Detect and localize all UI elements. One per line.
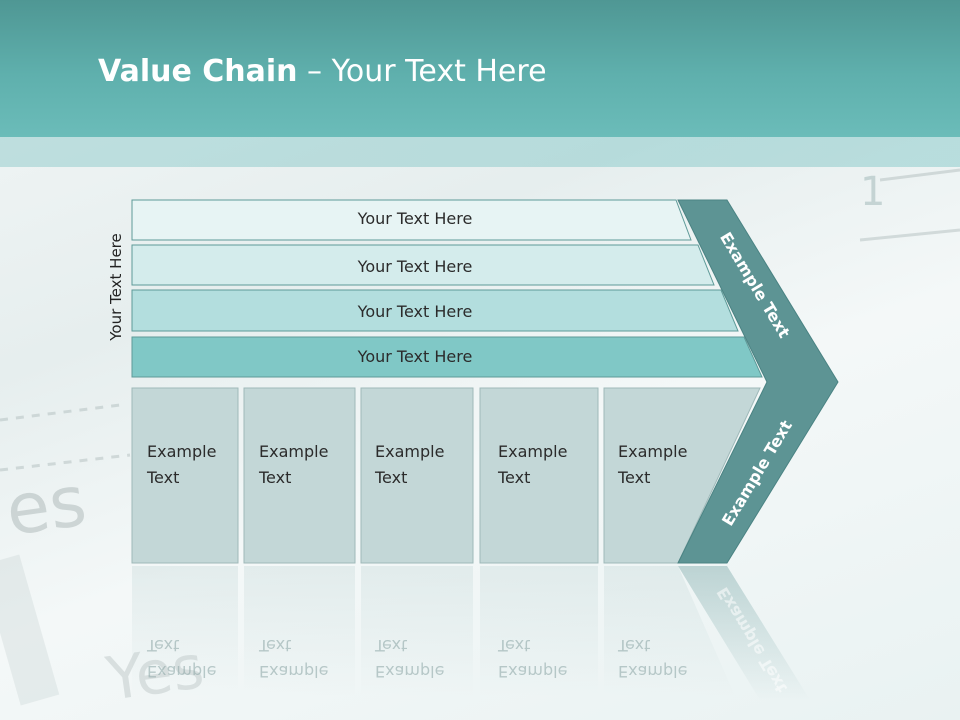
svg-text:1: 1 <box>860 169 885 215</box>
column-label-4-line1: Example <box>498 442 568 461</box>
row-label-1: Your Text Here <box>357 209 473 228</box>
column-box-3 <box>360 387 474 564</box>
column-box-4 <box>479 387 599 564</box>
reflection-label-5-line1: Example <box>618 662 688 681</box>
column-label-3-line2: Text <box>375 468 408 487</box>
column-label-2-line2: Text <box>259 468 292 487</box>
header-band <box>0 137 960 167</box>
reflection-label-1-line1: Example <box>147 662 217 681</box>
title-bold: Value Chain <box>98 54 298 89</box>
column-label-3-line1: Example <box>375 442 445 461</box>
reflection-label-2: Example Text <box>259 632 359 684</box>
reflection-label-3: Example Text <box>375 632 475 684</box>
row-label-3: Your Text Here <box>357 302 473 321</box>
reflection-label-2-line1: Example <box>259 662 329 681</box>
column-label-5-line2: Text <box>618 468 651 487</box>
column-label-4-line2: Text <box>498 468 531 487</box>
reflection-chevron <box>678 566 810 700</box>
column-label-5-line1: Example <box>618 442 688 461</box>
header-bar <box>0 0 960 137</box>
column-label-1-line2: Text <box>147 468 180 487</box>
reflection-label-1-line2: Text <box>147 636 180 655</box>
reflection-label-1: Example Text <box>147 632 247 684</box>
reflection-column-3 <box>361 566 473 696</box>
reflection-label-5: Example Text <box>618 632 718 684</box>
reflection-label-3-line1: Example <box>375 662 445 681</box>
row-label-4: Your Text Here <box>357 347 473 366</box>
reflection-column-2 <box>244 566 355 696</box>
column-box-2 <box>243 387 356 564</box>
row-bar-3 <box>131 289 739 332</box>
reflection-label-4: Example Text <box>498 632 598 684</box>
row-label-2: Your Text Here <box>357 257 473 276</box>
column-label-2-line1: Example <box>259 442 329 461</box>
column-box-1 <box>131 387 239 564</box>
reflection-label-4-line2: Text <box>498 636 531 655</box>
reflection-label-3-line2: Text <box>375 636 408 655</box>
reflection-column-4 <box>480 566 598 696</box>
reflection-column-5 <box>604 566 735 696</box>
reflection-label-5-line2: Text <box>618 636 651 655</box>
title-rest: – Your Text Here <box>297 54 547 89</box>
row-bar-4 <box>131 336 763 378</box>
reflection-column-1 <box>132 566 238 696</box>
svg-text:es: es <box>1 460 91 552</box>
slide-title: Value Chain – Your Text Here <box>98 54 547 89</box>
chevron-arrow <box>677 199 839 564</box>
column-label-1-line1: Example <box>147 442 217 461</box>
reflection-label-4-line1: Example <box>498 662 568 681</box>
row-bar-2 <box>131 244 715 286</box>
row-bar-1 <box>131 199 692 241</box>
reflection-label-2-line2: Text <box>259 636 292 655</box>
